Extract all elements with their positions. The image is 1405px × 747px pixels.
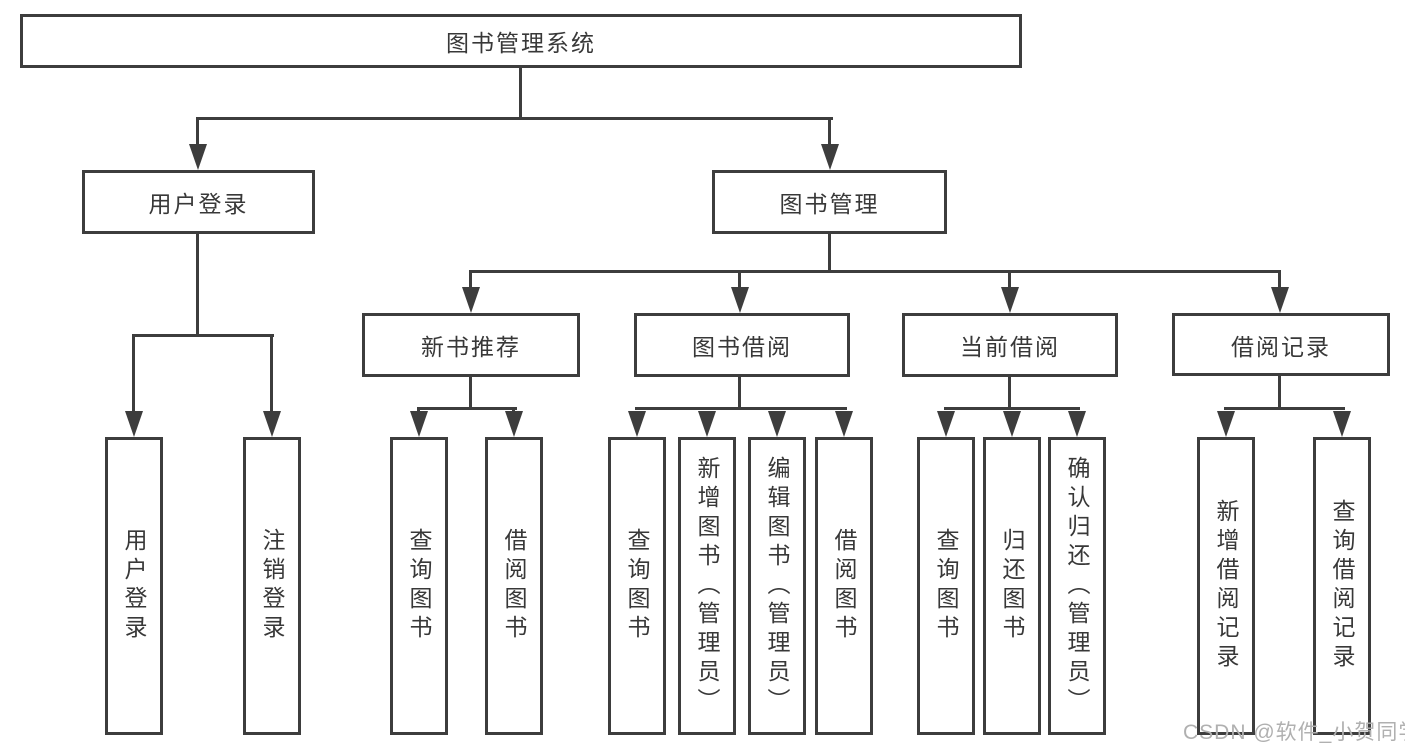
node-newbook-borrow-books: 借阅图书: [485, 437, 543, 735]
connector-line: [132, 334, 274, 337]
connector-line: [944, 407, 1080, 410]
connector-line: [1278, 270, 1281, 289]
csdn-watermark: CSDN @软件_小贺同学: [1183, 721, 1405, 744]
connector-line: [828, 234, 831, 272]
arrow-down-icon: [821, 144, 839, 170]
node-query-borrow-record: 查询借阅记录: [1313, 437, 1371, 735]
arrow-down-icon: [1217, 411, 1235, 437]
node-library-management-system: 图书管理系统: [20, 14, 1022, 68]
connector-line: [738, 270, 741, 289]
node-borrow-books: 借阅图书: [815, 437, 873, 735]
connector-line: [519, 68, 522, 118]
connector-line: [469, 270, 472, 289]
connector-line: [828, 118, 831, 146]
connector-line: [417, 407, 420, 414]
node-label: 用户登录: [121, 528, 147, 644]
connector-line: [270, 334, 273, 414]
arrow-down-icon: [1001, 287, 1019, 313]
connector-line: [1224, 407, 1345, 410]
node-label: 查询图书: [624, 528, 650, 644]
node-label: 查询图书: [933, 528, 959, 644]
arrow-down-icon: [937, 411, 955, 437]
connector-line: [132, 334, 135, 414]
node-label: 新增图书（管理员）: [694, 455, 720, 717]
node-user-login-branch: 用户登录: [82, 170, 315, 234]
node-label: 归还图书: [999, 528, 1025, 644]
arrow-down-icon: [698, 411, 716, 437]
arrow-down-icon: [189, 144, 207, 170]
arrow-down-icon: [410, 411, 428, 437]
arrow-down-icon: [628, 411, 646, 437]
node-book-management-branch: 图书管理: [712, 170, 947, 234]
arrow-down-icon: [1271, 287, 1289, 313]
node-borrowing-records: 借阅记录: [1172, 313, 1390, 376]
node-return-books: 归还图书: [983, 437, 1041, 735]
arrow-down-icon: [731, 287, 749, 313]
connector-line: [469, 377, 472, 410]
node-add-books-admin: 新增图书（管理员）: [678, 437, 736, 735]
node-label: 借阅图书: [501, 528, 527, 644]
node-borrowing-query-books: 查询图书: [608, 437, 666, 735]
connector-line: [512, 407, 515, 414]
node-newbook-query-books: 查询图书: [390, 437, 448, 735]
connector-line: [1008, 270, 1011, 289]
arrow-down-icon: [263, 411, 281, 437]
node-label: 确认归还（管理员）: [1064, 455, 1090, 717]
connector-line: [469, 270, 1281, 273]
node-confirm-return-admin: 确认归还（管理员）: [1048, 437, 1106, 735]
node-label: 借阅图书: [831, 528, 857, 644]
node-label: 编辑图书（管理员）: [764, 455, 790, 717]
node-new-book-recommendation: 新书推荐: [362, 313, 580, 377]
node-logout: 注销登录: [243, 437, 301, 735]
connector-line: [196, 117, 833, 120]
arrow-down-icon: [505, 411, 523, 437]
node-current-borrowing: 当前借阅: [902, 313, 1118, 377]
node-label: 注销登录: [259, 528, 285, 644]
arrow-down-icon: [1003, 411, 1021, 437]
connector-line: [417, 407, 517, 410]
arrow-down-icon: [768, 411, 786, 437]
connector-line: [738, 377, 741, 410]
node-user-login: 用户登录: [105, 437, 163, 735]
connector-line: [1278, 376, 1281, 410]
arrow-down-icon: [125, 411, 143, 437]
node-add-borrow-record: 新增借阅记录: [1197, 437, 1255, 735]
node-current-query-books: 查询图书: [917, 437, 975, 735]
node-label: 查询借阅记录: [1329, 499, 1355, 673]
connector-line: [196, 234, 199, 336]
arrow-down-icon: [1068, 411, 1086, 437]
arrow-down-icon: [1333, 411, 1351, 437]
connector-line: [635, 407, 847, 410]
node-label: 查询图书: [406, 528, 432, 644]
node-edit-books-admin: 编辑图书（管理员）: [748, 437, 806, 735]
arrow-down-icon: [835, 411, 853, 437]
node-label: 新增借阅记录: [1213, 499, 1239, 673]
node-book-borrowing: 图书借阅: [634, 313, 850, 377]
connector-line: [196, 118, 199, 146]
arrow-down-icon: [462, 287, 480, 313]
connector-line: [1008, 377, 1011, 410]
